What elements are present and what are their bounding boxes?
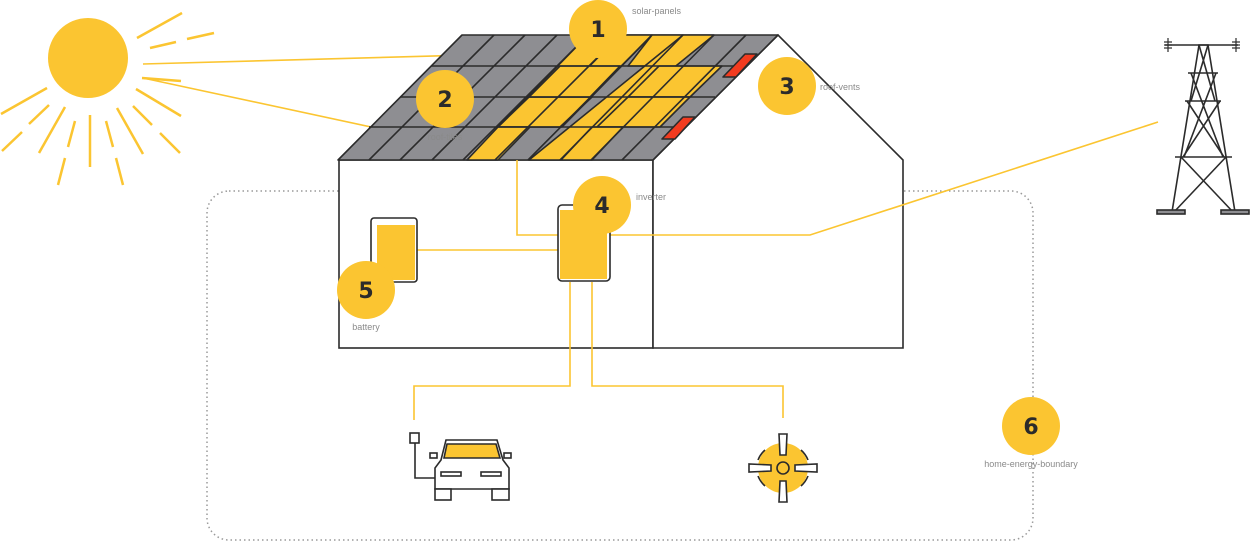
badge-4-label: 4 bbox=[594, 194, 609, 219]
fan-icon bbox=[748, 433, 818, 503]
badge-1[interactable]: 1 bbox=[569, 0, 627, 58]
badge-1-label: 1 bbox=[590, 18, 605, 43]
badge-2-caption: roof-tiles bbox=[428, 132, 463, 142]
power-pylon-icon bbox=[1156, 38, 1250, 215]
badge-3-caption: roof-vents bbox=[820, 82, 861, 92]
wiring-lines bbox=[413, 121, 1159, 420]
roof-vents bbox=[661, 53, 758, 140]
badge-6-caption: home-energy-boundary bbox=[984, 459, 1078, 469]
badge-3[interactable]: 3 bbox=[758, 57, 816, 115]
roof-tiles bbox=[337, 34, 779, 161]
badge-5-caption: battery bbox=[352, 322, 380, 332]
badge-3-label: 3 bbox=[779, 75, 794, 100]
electric-car-icon bbox=[409, 432, 512, 501]
badge-2-label: 2 bbox=[437, 88, 452, 113]
badge-4[interactable]: 4 bbox=[573, 176, 631, 234]
badge-6-label: 6 bbox=[1023, 415, 1038, 440]
badge-5[interactable]: 5 bbox=[337, 261, 395, 319]
badge-2[interactable]: 2 bbox=[416, 70, 474, 128]
badge-5-label: 5 bbox=[358, 279, 373, 304]
badge-captions: solar-panels roof-tiles roof-vents inver… bbox=[352, 6, 1078, 469]
badge-1-caption: solar-panels bbox=[632, 6, 682, 16]
badge-4-caption: inverter bbox=[636, 192, 666, 202]
sun-icon bbox=[0, 11, 215, 186]
badge-6[interactable]: 6 bbox=[1002, 397, 1060, 455]
battery-icon bbox=[370, 217, 418, 283]
home-energy-boundary bbox=[206, 190, 1034, 541]
